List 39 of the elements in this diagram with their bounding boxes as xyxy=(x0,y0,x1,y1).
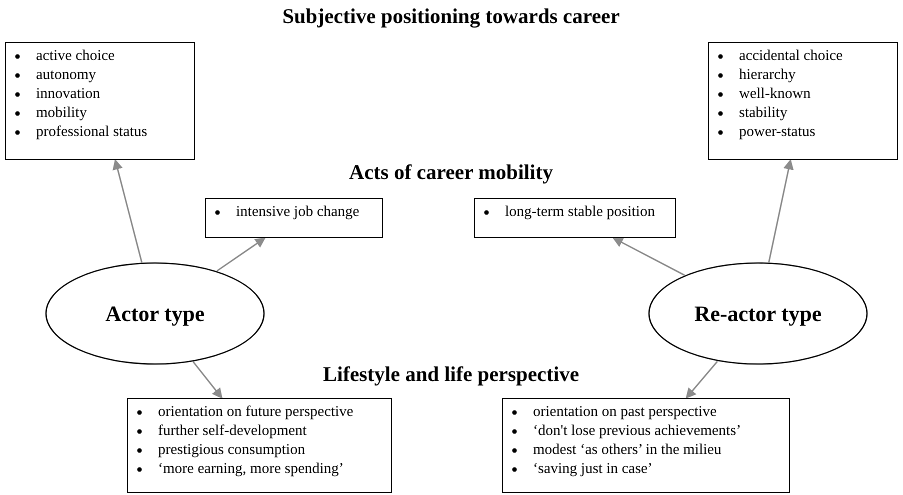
arrow xyxy=(216,237,266,272)
arrow xyxy=(768,158,794,262)
bullet-list-box xyxy=(127,398,392,493)
bullet-list-box xyxy=(708,42,898,160)
arrow xyxy=(192,361,223,399)
bullet-item: innovation xyxy=(36,86,100,102)
bullet-item: orientation on future perspective xyxy=(158,404,354,420)
bullet-item: ‘don't lose previous achievements’ xyxy=(533,423,742,439)
bullet-list-box xyxy=(205,198,383,238)
bullet-item: ‘saving just in case’ xyxy=(533,461,653,477)
bullet-list-box xyxy=(5,42,195,160)
section-heading: Lifestyle and life perspective xyxy=(322,362,580,387)
bullet-item: prestigious consumption xyxy=(158,442,306,458)
arrow xyxy=(112,158,142,263)
bullet-item: ‘more earning, more spending’ xyxy=(158,461,344,477)
bullet-item: mobility xyxy=(36,105,87,121)
arrow xyxy=(686,360,718,399)
bullet-item: further self-development xyxy=(158,423,307,439)
ellipse-node xyxy=(45,262,265,365)
bullet-list-box xyxy=(502,398,790,493)
bullet-list-box xyxy=(474,198,676,238)
bullet-item: modest ‘as others’ in the milieu xyxy=(533,442,722,458)
ellipse-node xyxy=(648,262,868,365)
bullet-item: active choice xyxy=(36,48,115,64)
bullet-item: stability xyxy=(739,105,788,121)
diagram-title: Subjective positioning towards career xyxy=(282,4,620,29)
bullet-item: hierarchy xyxy=(739,67,796,83)
node-title: Re-actor type xyxy=(694,300,822,326)
node-title: Actor type xyxy=(105,300,205,326)
bullet-item: autonomy xyxy=(36,67,96,83)
bullet-item: professional status xyxy=(36,124,148,140)
bullet-item: power-status xyxy=(739,124,816,140)
bullet-item: intensive job change xyxy=(236,204,360,220)
arrow xyxy=(612,237,685,276)
bullet-item: orientation on past perspective xyxy=(533,404,717,420)
section-heading: Acts of career mobility xyxy=(349,160,553,185)
bullet-item: well-known xyxy=(739,86,811,102)
bullet-item: accidental choice xyxy=(739,48,843,64)
bullet-item: long-term stable position xyxy=(505,204,655,220)
